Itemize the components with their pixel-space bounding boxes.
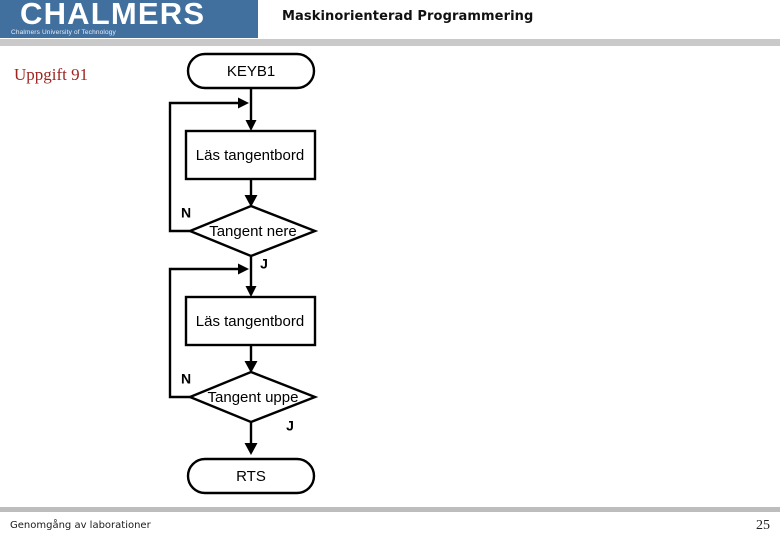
page-title: Uppgift 91 <box>14 65 89 84</box>
flow-branch-decision2-yes: J <box>286 418 294 434</box>
flow-edge-decision1-to-read2 <box>245 256 257 297</box>
course-title: Maskinorienterad Programmering <box>282 9 534 24</box>
flow-edge-loop-2 <box>168 263 249 399</box>
flow-node-decision1-label: Tangent nere <box>209 223 297 240</box>
footer-note: Genomgång av laborationer <box>10 520 151 531</box>
flow-branch-decision1-yes: J <box>260 256 268 272</box>
chalmers-wordmark: CHALMERS <box>20 0 206 31</box>
chalmers-tagline: Chalmers University of Technology <box>11 29 116 36</box>
flow-node-read2-label: Läs tangentbord <box>196 313 304 330</box>
flow-edge-decision2-to-end <box>244 422 258 455</box>
footer-divider <box>0 507 780 512</box>
flow-node-start: KEYB1 <box>186 52 316 90</box>
flow-edge-loop-1 <box>168 97 249 233</box>
flow-node-end: RTS <box>186 457 316 495</box>
flow-node-decision1: Tangent nere N J <box>181 205 319 272</box>
flow-node-end-label: RTS <box>236 468 266 485</box>
header-divider <box>0 39 780 46</box>
flow-node-decision2-label: Tangent uppe <box>208 389 299 406</box>
flow-branch-decision1-no: N <box>181 205 191 221</box>
flow-node-start-label: KEYB1 <box>227 63 275 80</box>
chalmers-logo: CHALMERS Chalmers University of Technolo… <box>0 0 258 38</box>
flow-node-decision2: Tangent uppe N J <box>181 371 319 434</box>
page-number: 25 <box>756 518 770 533</box>
flow-node-read1-label: Läs tangentbord <box>196 147 304 164</box>
flow-node-read1: Läs tangentbord <box>184 129 317 181</box>
flow-edge-start-to-read1 <box>245 88 257 131</box>
flow-edge-read2-to-decision2 <box>244 345 258 373</box>
flow-node-read2: Läs tangentbord <box>184 295 317 347</box>
flow-branch-decision2-no: N <box>181 371 191 387</box>
flow-edge-read1-to-decision1 <box>244 179 258 207</box>
